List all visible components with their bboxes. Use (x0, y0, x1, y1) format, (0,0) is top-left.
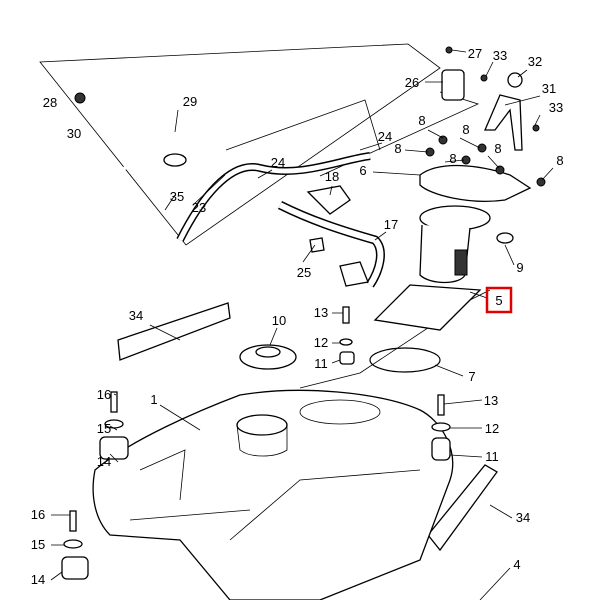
bolts-8 (425, 46, 546, 187)
bracket-18 (306, 185, 351, 215)
callout-7: 7 (468, 369, 475, 384)
callout-26: 26 (405, 75, 419, 90)
callout-16: 16 (31, 507, 45, 522)
group-outline (39, 43, 491, 389)
callout-1: 1 (150, 392, 157, 407)
callout-29: 29 (183, 94, 197, 109)
callout-8: 8 (418, 113, 425, 128)
fuel-filter-26 (441, 69, 465, 101)
damper-set-left (99, 391, 129, 460)
clip-25 (309, 237, 325, 253)
clip-30 (74, 92, 86, 104)
callout-31: 31 (542, 81, 556, 96)
callout-24: 24 (271, 155, 285, 170)
callout-13: 13 (484, 393, 498, 408)
pump-opening (299, 399, 381, 425)
hose-clamp-35 (163, 153, 187, 167)
callout-11: 11 (314, 356, 328, 371)
callout-16: 16 (97, 387, 111, 402)
guard-strip-34-right (427, 464, 498, 552)
callout-15: 15 (31, 537, 45, 552)
callout-34: 34 (129, 308, 143, 323)
callout-12: 12 (485, 421, 499, 436)
gasket-7 (369, 347, 441, 373)
callout-14: 14 (97, 454, 111, 469)
callout-10: 10 (272, 313, 286, 328)
callout-23: 23 (192, 200, 206, 215)
damper-set-right-top (339, 306, 355, 365)
callout-27: 27 (468, 46, 482, 61)
callout-9: 9 (516, 260, 523, 275)
pump-connector (454, 249, 468, 276)
callout-33: 33 (549, 100, 563, 115)
callout-30: 30 (67, 126, 81, 141)
callout-8: 8 (394, 141, 401, 156)
callout-8: 8 (556, 153, 563, 168)
callout-8: 8 (449, 151, 456, 166)
callout-32: 32 (528, 54, 542, 69)
pump-plate-6 (419, 164, 532, 202)
callout-18: 18 (325, 169, 339, 184)
callout-34: 34 (516, 510, 530, 525)
pump-bracket (373, 284, 482, 331)
callout-15: 15 (97, 421, 111, 436)
callout-4: 4 (513, 557, 520, 572)
damper-set-right (431, 394, 451, 461)
bracket-31 (484, 94, 523, 151)
callout-6: 6 (359, 163, 366, 178)
callout-25: 25 (297, 265, 311, 280)
callout-11: 11 (485, 449, 499, 464)
callout-labels: 27 33 32 26 31 28 29 30 33 8 8 8 8 8 24 … (31, 46, 564, 587)
filler-neck (236, 414, 288, 436)
connector (339, 261, 369, 287)
callout-28: 28 (43, 95, 57, 110)
fuel-tank-1 (92, 389, 454, 600)
callout-17: 17 (384, 217, 398, 232)
callout-14: 14 (31, 572, 45, 587)
callout-12: 12 (314, 335, 328, 350)
damper-set-bottom-left (61, 510, 89, 580)
callout-13: 13 (314, 305, 328, 320)
fuel-cap-center (255, 346, 281, 358)
callout-5-highlighted[interactable]: 5 (495, 293, 502, 308)
callout-8: 8 (494, 141, 501, 156)
callout-8: 8 (462, 122, 469, 137)
callout-24: 24 (378, 129, 392, 144)
callout-35: 35 (170, 189, 184, 204)
grommet-9 (496, 232, 514, 244)
highlight-box-5 (485, 286, 513, 314)
leader-lines (50, 49, 554, 600)
callout-33: 33 (493, 48, 507, 63)
guard-strip-34-left (117, 302, 231, 361)
